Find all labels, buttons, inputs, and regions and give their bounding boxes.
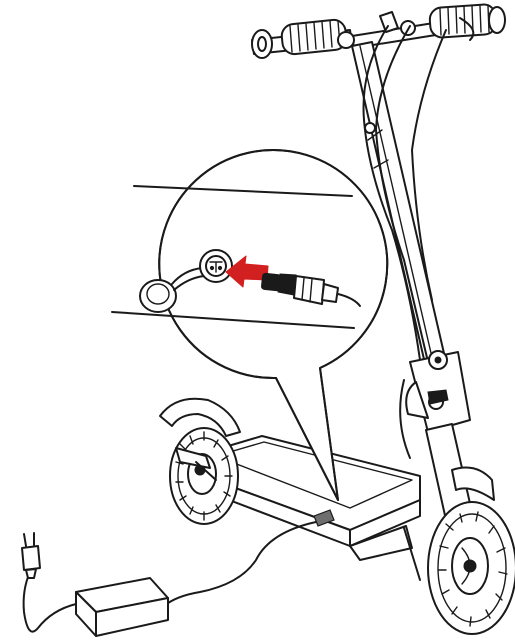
handlebar: [252, 4, 505, 58]
ac-power-cord: [24, 572, 76, 632]
kickstand: [404, 528, 420, 580]
rear-wheel: [170, 428, 238, 524]
charging-cable: [164, 522, 316, 606]
front-wheel: [428, 502, 515, 634]
charger-assembly: [22, 510, 334, 636]
charging-port-icon: [200, 250, 232, 282]
wall-plug-icon: [22, 533, 40, 578]
power-adapter-icon: [76, 578, 168, 636]
